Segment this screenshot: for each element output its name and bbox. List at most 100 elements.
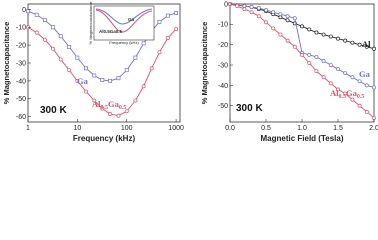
right-ga-point (321, 59, 326, 63)
right-ga-point (285, 14, 290, 19)
left-algaas-point (157, 50, 162, 55)
right-ga-point (307, 52, 312, 57)
left-y-tick-label: -40 (16, 78, 26, 85)
right-ga-point (357, 79, 362, 84)
left-inset: Ga Al0.5Ga0.5 % Magnetoconductance Frequ… (88, 1, 155, 45)
right-algaas-point (271, 26, 276, 31)
left-ga-point (84, 66, 89, 71)
right-algaas-point (350, 97, 355, 102)
left-y-tick-label: -50 (16, 96, 26, 103)
right-ga-point (328, 63, 333, 67)
right-algaas-point (357, 103, 362, 108)
inset-x-axis-label: Frequency (kHz) (109, 40, 139, 45)
inset-y-axis-label: % Magnetoconductance (88, 1, 93, 45)
right-algaas-point (364, 109, 369, 114)
left-y-tick-label: 0 (22, 7, 26, 14)
inset-curve-algaas (95, 9, 153, 33)
left-ga-point (26, 9, 30, 14)
right-ga-point (271, 10, 276, 15)
right-algaas-point (307, 61, 312, 65)
left-label-algaas: Al0.5Ga0.5 (92, 99, 126, 111)
right-ga-point (314, 54, 319, 59)
left-series-algaas (26, 25, 179, 118)
right-y-tick-label: -30 (218, 62, 228, 69)
left-algaas-point (50, 46, 55, 51)
left-ga-point (58, 34, 63, 39)
right-al-point (350, 40, 355, 45)
right-ga-point (336, 67, 340, 72)
right-al-point (314, 30, 319, 35)
right-y-axis-label: % Magnetocapacitance (200, 22, 209, 105)
right-al-point (336, 36, 340, 41)
right-y-tick-label: -50 (218, 103, 228, 110)
left-algaas-point (67, 68, 72, 73)
left-ga-point (141, 41, 146, 46)
right-y-tick-label: -20 (218, 42, 228, 49)
left-x-tick-label: 1000 (168, 125, 184, 132)
left-ga-point (108, 78, 113, 83)
left-x-axis-label: Frequency (kHz) (73, 134, 136, 143)
left-y-axis-label: % Magnetocapacitance (2, 22, 11, 105)
right-x-axis-label: Magnetic Field (Tesla) (261, 134, 344, 143)
left-x-tick-label: 1 (26, 125, 30, 132)
left-ga-point (92, 73, 97, 78)
right-plot-frame (229, 3, 375, 123)
left-algaas-point (34, 30, 39, 35)
right-series-algaas (228, 2, 376, 120)
right-x-tick-label: 2.0 (369, 125, 378, 132)
right-ga-point (364, 83, 369, 88)
right-algaas-point (336, 87, 340, 92)
right-al-point (343, 38, 348, 43)
right-algaas-point (242, 7, 247, 12)
right-algaas-point (235, 4, 240, 8)
right-ga-point (278, 12, 283, 17)
right-y-tick-label: 0 (224, 1, 228, 8)
left-y-tick-label: -60 (16, 114, 26, 121)
left-ga-point (124, 68, 129, 73)
left-algaas-point (75, 78, 80, 83)
left-ga-point (165, 13, 170, 18)
left-ga-point (50, 25, 55, 30)
right-al-point (364, 44, 369, 49)
right-al-point (307, 27, 312, 32)
left-algaas-point (84, 89, 89, 94)
left-algaas-point (42, 37, 47, 42)
right-y-tick-label: -40 (218, 83, 228, 90)
right-ga-point (343, 71, 348, 76)
left-ga-point (100, 78, 105, 82)
left-algaas-point (108, 112, 113, 116)
left-x-tick-label: 100 (121, 125, 133, 132)
right-al-point (285, 18, 290, 23)
left-ga-point (34, 12, 39, 17)
right-label-ga: Ga (359, 69, 371, 79)
left-ga-point (174, 10, 179, 15)
right-algaas-point (292, 44, 297, 49)
left-temperature-label: 300 K (40, 105, 67, 116)
right-algaas-point (285, 38, 290, 43)
left-ga-point (42, 18, 47, 23)
left-y-tick-label: -20 (16, 43, 26, 50)
right-ga-point (249, 5, 254, 10)
right-ga-point (256, 6, 261, 11)
inset-label-ga: Ga (128, 17, 135, 22)
left-algaas-point (58, 57, 63, 62)
left-y-tick-label: -30 (16, 60, 26, 67)
right-ga-point (372, 85, 376, 90)
right-algaas-point (328, 81, 333, 86)
inset-curve-ga (95, 8, 153, 25)
left-algaas-point (174, 27, 179, 31)
left-algaas-point (92, 98, 97, 103)
right-algaas-point (264, 20, 268, 25)
right-al-point (357, 42, 362, 47)
right-al-point (372, 46, 376, 51)
right-algaas-point (343, 91, 348, 96)
right-algaas-point (321, 75, 326, 80)
right-algaas-point (314, 69, 319, 74)
left-ga-point (75, 55, 80, 60)
right-algaas-point (249, 10, 254, 15)
right-label-algaas: Al0.5Ga0.5 (330, 88, 364, 100)
left-algaas-point (165, 36, 170, 40)
left-ga-point (67, 44, 72, 49)
